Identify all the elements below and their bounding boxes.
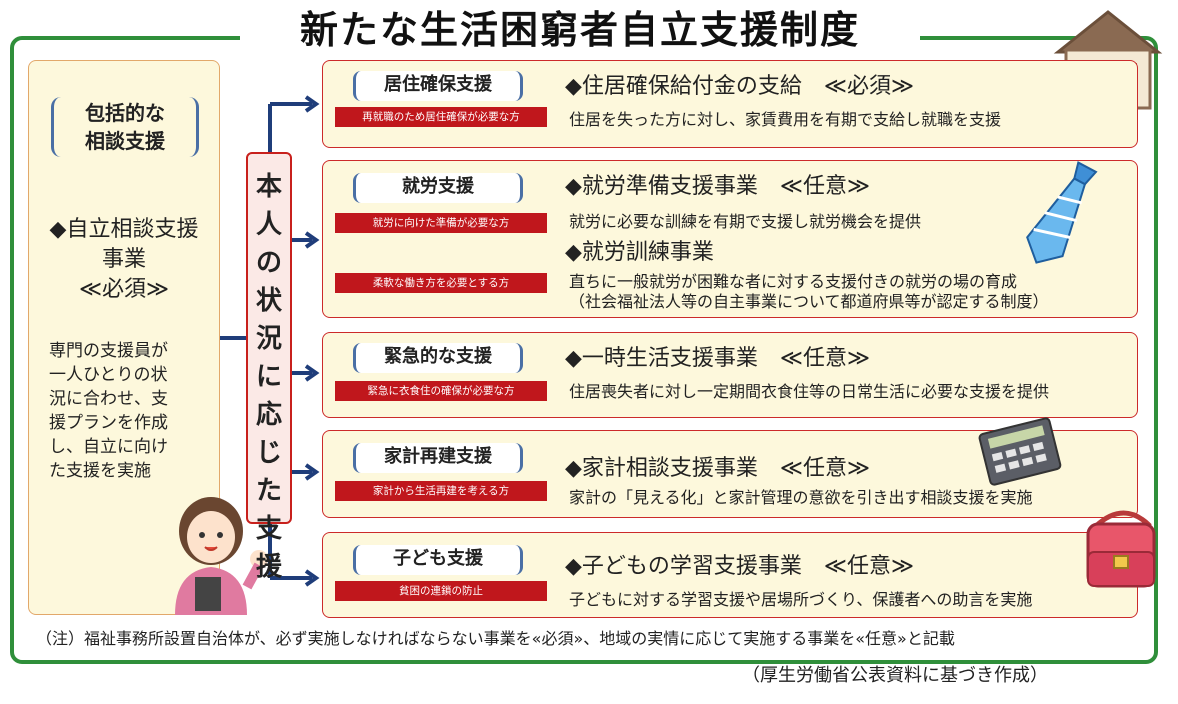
arrow-head-1 — [304, 95, 320, 113]
card-employment-description-2: 直ちに一般就労が困難な者に対する支援付きの就労の場の育成 — [569, 272, 1018, 291]
desc-line-2: 一人ひとりの状 — [49, 365, 168, 385]
arrow-head-3 — [304, 364, 320, 382]
card-housing-category: 居住確保支援 — [353, 71, 523, 101]
card-emergency-target: 緊急に衣食住の確保が必要な方 — [335, 381, 547, 401]
arrow-head-4 — [304, 463, 320, 481]
category-label: 包括的な 相談支援 — [51, 97, 199, 157]
card-employment-description: 就労に必要な訓練を有期で支援し就労機会を提供 — [569, 212, 922, 231]
desc-line-4: 援プランを作成 — [49, 413, 168, 433]
card-children-category: 子ども支援 — [353, 545, 523, 575]
desc-line-5: し、自立に向け — [49, 437, 168, 457]
card-employment-description-3: （社会福祉法人等の自主事業について都道府県等が認定する制度） — [569, 292, 1049, 311]
tailored-support-text: 本人の状況に応じた支援 — [255, 172, 282, 582]
program-line-1: ◆自立相談支援 — [49, 217, 199, 242]
category-line-2: 相談支援 — [85, 129, 165, 153]
card-employment: 就労支援 就労に向けた準備が必要な方 ◆就労準備支援事業 ≪任意≫ 就労に必要な… — [322, 160, 1138, 318]
tailored-support-box: 本人の状況に応じた支援 — [246, 152, 292, 582]
card-household-description: 家計の「見える化」と家計管理の意欲を引き出す相談支援を実施 — [569, 488, 1033, 507]
card-housing: 居住確保支援 再就職のため居住確保が必要な方 ◆住居確保給付金の支給 ≪必須≫ … — [322, 60, 1138, 148]
card-housing-program: ◆住居確保給付金の支給 ≪必須≫ — [565, 74, 914, 99]
card-children-description: 子どもに対する学習支援や居場所づくり、保護者への助言を実施 — [569, 590, 1033, 609]
card-children-program: ◆子どもの学習支援事業 ≪任意≫ — [565, 554, 914, 579]
card-emergency-program: ◆一時生活支援事業 ≪任意≫ — [565, 346, 870, 371]
category-line-1: 包括的な — [85, 101, 165, 125]
page-title: 新たな生活困窮者自立支援制度 — [240, 4, 920, 56]
footnote: （注）福祉事務所設置自治体が、必ず実施しなければならない事業を«必須»、地域の実… — [36, 629, 955, 648]
card-emergency-category: 緊急的な支援 — [353, 343, 523, 373]
counselor-illustration — [175, 497, 268, 615]
card-emergency: 緊急的な支援 緊急に衣食住の確保が必要な方 ◆一時生活支援事業 ≪任意≫ 住居喪… — [322, 332, 1138, 418]
program-line-3: ≪必須≫ — [78, 277, 170, 302]
arrow-head-2 — [304, 231, 320, 249]
card-employment-target: 就労に向けた準備が必要な方 — [335, 213, 547, 233]
desc-line-6: た支援を実施 — [49, 461, 151, 481]
card-household-category: 家計再建支援 — [353, 443, 523, 473]
desc-line-1: 専門の支援員が — [49, 341, 168, 361]
card-household-program: ◆家計相談支援事業 ≪任意≫ — [565, 456, 870, 481]
card-housing-target: 再就職のため居住確保が必要な方 — [335, 107, 547, 127]
card-employment-program-2: ◆就労訓練事業 — [565, 240, 714, 265]
desc-line-3: 況に合わせ、支 — [49, 389, 168, 409]
arrow-head-5 — [304, 569, 320, 587]
card-children-target: 貧困の連鎖の防止 — [335, 581, 547, 601]
card-household: 家計再建支援 家計から生活再建を考える方 ◆家計相談支援事業 ≪任意≫ 家計の「… — [322, 430, 1138, 518]
card-employment-program: ◆就労準備支援事業 ≪任意≫ — [565, 174, 870, 199]
card-housing-description: 住居を失った方に対し、家賃費用を有期で支給し就職を支援 — [569, 110, 1002, 129]
card-employment-category: 就労支援 — [353, 173, 523, 203]
card-emergency-description: 住居喪失者に対し一定期間衣食住等の日常生活に必要な支援を提供 — [569, 382, 1050, 401]
program-title: ◆自立相談支援 事業 ≪必須≫ — [29, 215, 219, 305]
program-description: 専門の支援員が 一人ひとりの状 況に合わせ、支 援プランを作成 し、自立に向け … — [49, 339, 209, 483]
card-household-target: 家計から生活再建を考える方 — [335, 481, 547, 501]
card-children: 子ども支援 貧困の連鎖の防止 ◆子どもの学習支援事業 ≪任意≫ 子どもに対する学… — [322, 532, 1138, 618]
consultation-panel: 包括的な 相談支援 ◆自立相談支援 事業 ≪必須≫ 専門の支援員が 一人ひとりの… — [28, 60, 268, 615]
program-line-2: 事業 — [101, 247, 146, 272]
card-employment-target-2: 柔軟な働き方を必要とする方 — [335, 273, 547, 293]
source-note: （厚生労働省公表資料に基づき作成） — [742, 665, 1048, 686]
